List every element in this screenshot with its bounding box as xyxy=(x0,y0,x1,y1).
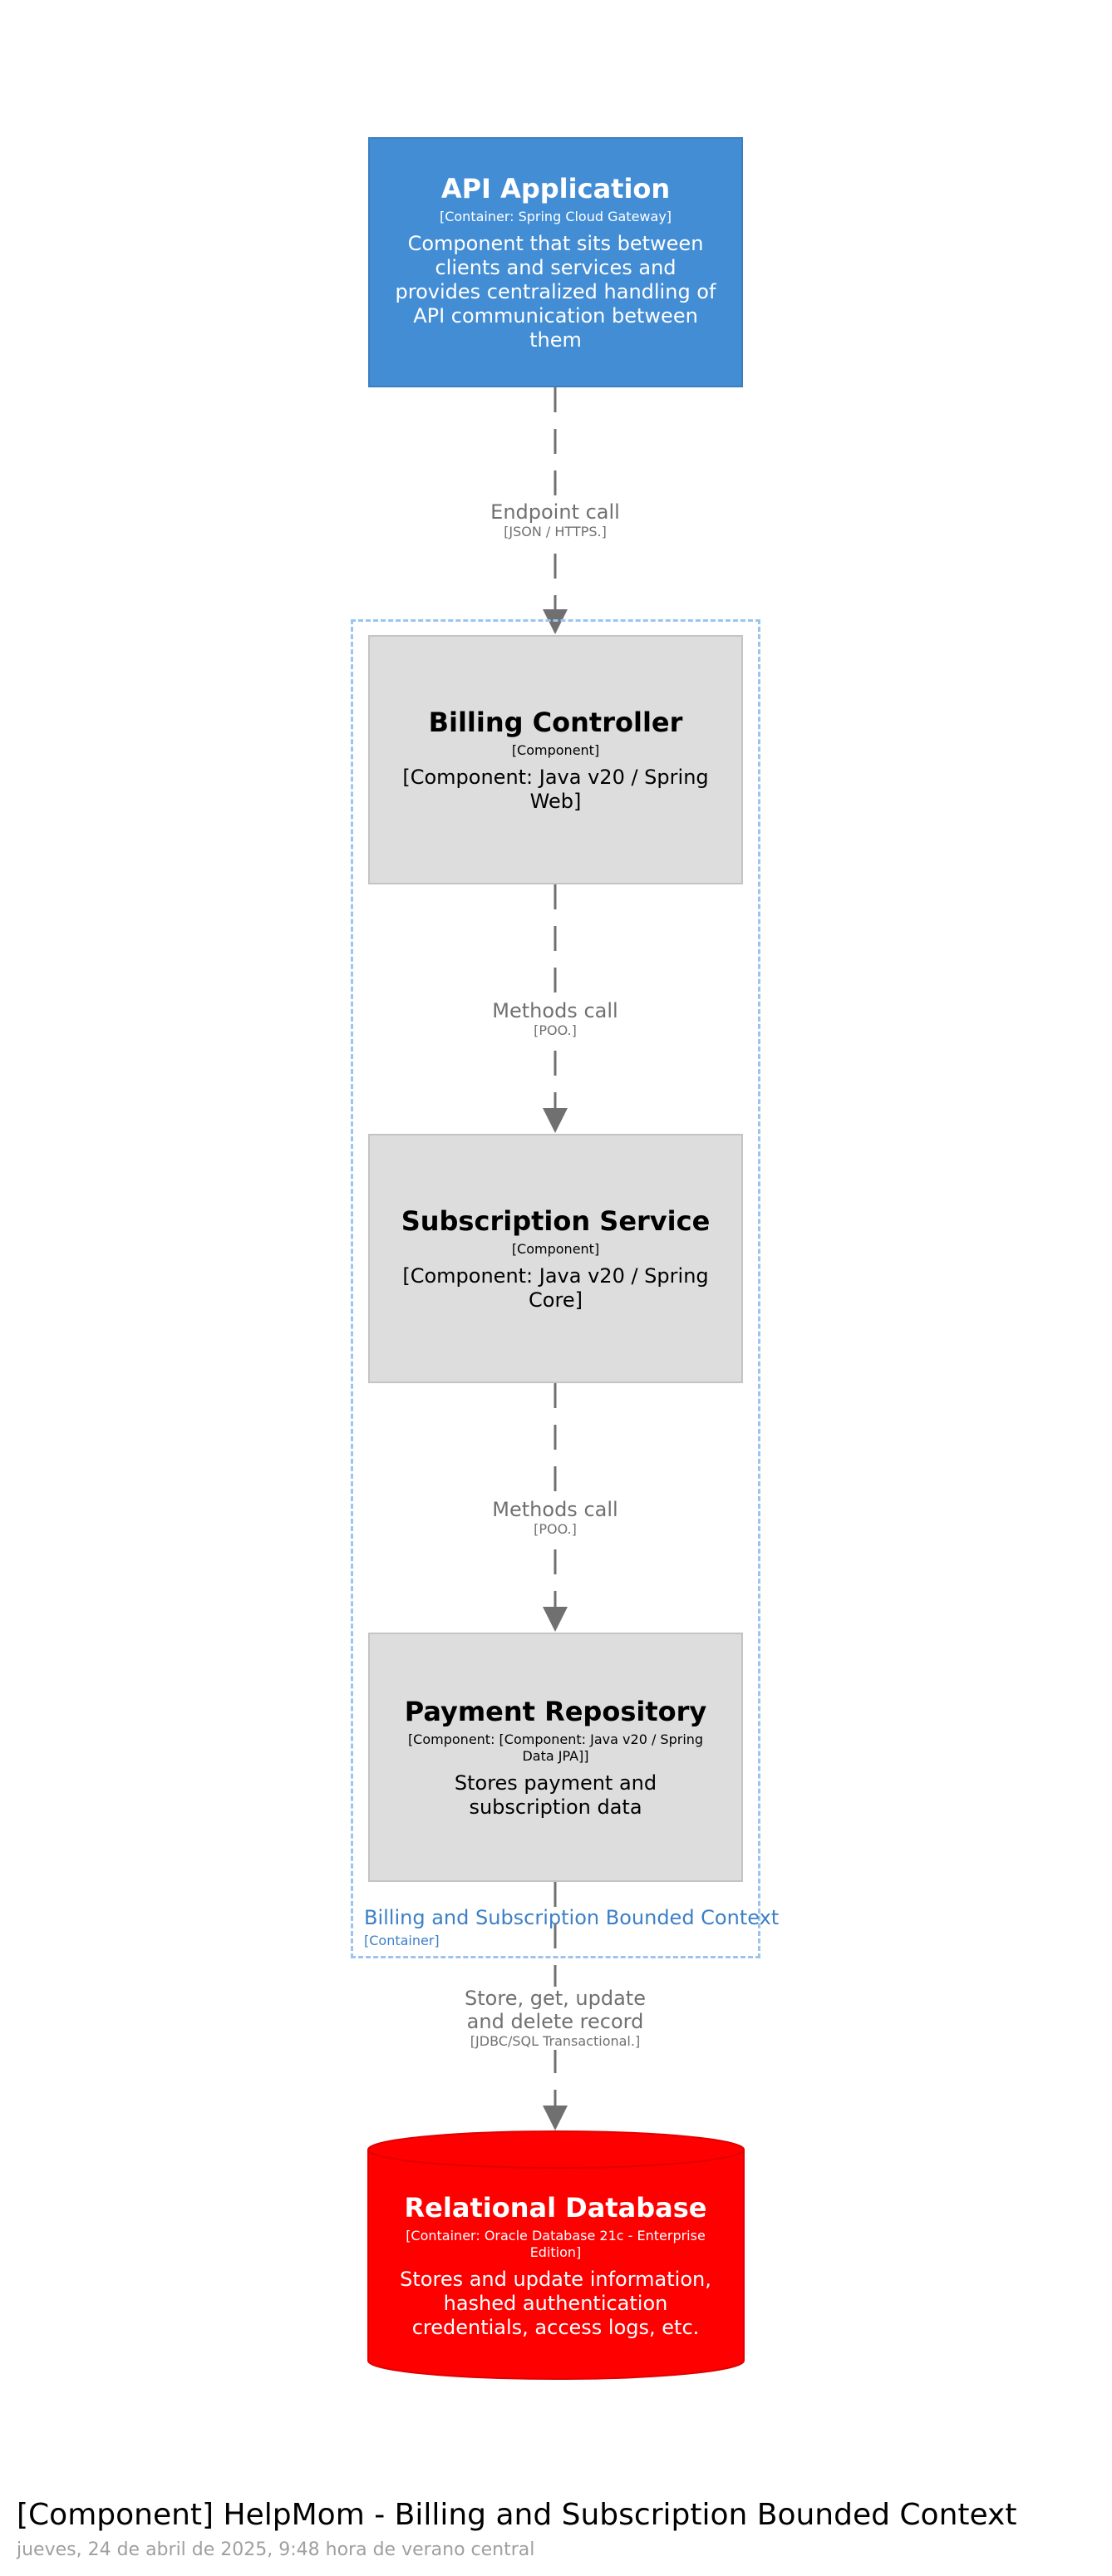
edge-label-text: Store, get, update and delete record xyxy=(465,1987,646,2033)
node-description: Stores payment and subscription data xyxy=(454,1771,657,1819)
api-application-node[interactable]: API Application [Container: Spring Cloud… xyxy=(368,137,743,387)
node-title: Billing Controller xyxy=(428,707,683,738)
node-technology: [Container: Spring Cloud Gateway] xyxy=(439,209,672,224)
database-cylinder-shape xyxy=(367,2130,745,2380)
node-description: [Component: Java v20 / Spring Web] xyxy=(402,766,709,813)
payment-repository-node[interactable]: Payment Repository [Component: [Componen… xyxy=(368,1633,743,1882)
edge-label-store-records: Store, get, update and delete record [JD… xyxy=(455,1987,655,2050)
node-title: Subscription Service xyxy=(401,1205,711,1237)
node-description: [Component: Java v20 / Spring Core] xyxy=(402,1264,709,1312)
node-description: Stores and update information, hashed au… xyxy=(400,2267,711,2339)
relational-database-node[interactable]: Relational Database [Container: Oracle D… xyxy=(368,2170,743,2361)
node-technology: [Component] xyxy=(511,1241,600,1257)
boundary-technology: [Container] xyxy=(364,1933,440,1948)
edge-label-technology: [POO.] xyxy=(534,1521,577,1537)
edge-label-technology: [JDBC/SQL Transactional.] xyxy=(470,2033,641,2049)
billing-controller-node[interactable]: Billing Controller [Component] [Componen… xyxy=(368,635,743,884)
edge-label-text: Endpoint call xyxy=(490,500,620,524)
bounded-context-boundary xyxy=(351,619,760,1958)
node-title: Payment Repository xyxy=(404,1696,707,1727)
node-title: Relational Database xyxy=(404,2191,707,2224)
edge-label-endpoint-call: Endpoint call [JSON / HTTPS.] xyxy=(472,500,638,540)
edge-label-technology: [JSON / HTTPS.] xyxy=(504,524,607,539)
node-technology: [Container: Oracle Database 21c - Enterp… xyxy=(406,2227,706,2260)
node-description: Component that sits between clients and … xyxy=(395,232,716,352)
node-title: API Application xyxy=(440,173,671,204)
diagram-title: [Component] HelpMom - Billing and Subscr… xyxy=(17,2498,1017,2532)
boundary-label: Billing and Subscription Bounded Context xyxy=(364,1906,780,1929)
edge-label-text: Methods call xyxy=(492,1498,618,1521)
node-technology: [Component] xyxy=(511,742,600,758)
edge-label-methods-call-1: Methods call [POO.] xyxy=(472,999,638,1039)
edge-label-methods-call-2: Methods call [POO.] xyxy=(472,1498,638,1538)
node-technology: [Component: [Component: Java v20 / Sprin… xyxy=(407,1731,704,1764)
edge-label-technology: [POO.] xyxy=(534,1022,577,1038)
edge-label-text: Methods call xyxy=(492,999,618,1022)
subscription-service-node[interactable]: Subscription Service [Component] [Compon… xyxy=(368,1134,743,1383)
diagram-subtitle: jueves, 24 de abril de 2025, 9:48 hora d… xyxy=(17,2539,535,2560)
